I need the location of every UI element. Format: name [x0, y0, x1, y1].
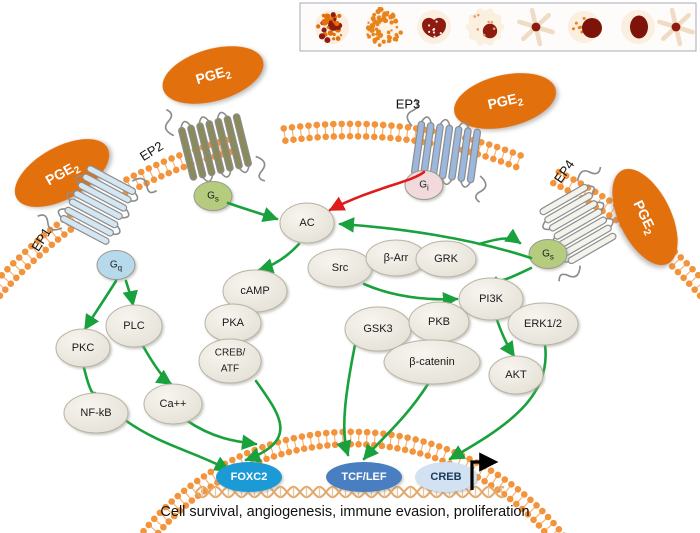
g-protein-label: Gi	[419, 180, 429, 193]
tf-label: FOXC2	[231, 471, 268, 483]
tf-creb[interactable]: CREB	[415, 462, 477, 492]
node-pkb[interactable]: PKB	[408, 301, 470, 343]
arrow-ca-to-nucleus	[184, 418, 258, 450]
tf-foxc2[interactable]: FOXC2	[216, 462, 282, 492]
node-label: PKC	[72, 342, 95, 354]
receptor-ep1[interactable]	[35, 144, 158, 265]
cell-image-6	[567, 10, 602, 44]
node-label-line2: ATF	[221, 364, 239, 375]
signaling-nodes: AC cAMP PKA CREB/ATF PKC PLC NF-kB Ca++ Src β-Arr…	[55, 202, 579, 434]
node-pka[interactable]: PKA	[204, 303, 262, 343]
arrow-src-to-pi3k	[362, 282, 459, 308]
receptor-label-ep3: EP3	[396, 96, 421, 111]
g-protein-label: Gs	[207, 191, 219, 204]
arrow-ac-to-camp	[257, 242, 301, 274]
membrane-segment-3	[280, 120, 436, 147]
arrow-bcatenin-to-tcflef	[362, 382, 430, 461]
cell-image-panel	[299, 2, 697, 52]
cell-image-8	[657, 7, 695, 47]
g-protein-ep4[interactable]: Gs	[528, 239, 568, 269]
arrow-pkc-to-nfkb	[79, 366, 97, 409]
receptor-ep4[interactable]	[517, 163, 641, 285]
arrow-creb-to-foxc2	[244, 379, 282, 463]
tf-label: CREB	[430, 471, 461, 483]
cell-image-4	[465, 8, 505, 46]
arrow-gs4-to-ac	[338, 217, 533, 260]
node-label: ERK1/2	[524, 318, 562, 330]
node-nfkb[interactable]: NF-kB	[63, 392, 129, 434]
node-label: AC	[299, 217, 314, 229]
node-label: cAMP	[240, 285, 269, 297]
arrow-gq-to-pkc	[83, 279, 118, 331]
ligand-pge2-ep4[interactable]: PGE2	[599, 159, 691, 275]
ligand-pge2-ep3[interactable]: PGE2	[448, 64, 561, 138]
g-protein-label: Gq	[110, 260, 122, 273]
node-label: PI3K	[479, 293, 504, 305]
arrow-gsk3-to-tcflef	[336, 343, 357, 457]
node-gsk3[interactable]: GSK3	[344, 306, 412, 352]
arrow-erk-to-creb	[448, 343, 547, 461]
arrow-gq-to-plc	[122, 279, 138, 307]
node-barr[interactable]: β-Arr	[365, 239, 427, 277]
node-src[interactable]: Src	[307, 248, 373, 288]
cell-image-5	[517, 7, 555, 47]
arrow-gi-inhibits-ac	[328, 170, 426, 212]
cell-image-1	[315, 10, 349, 44]
cell-image-2	[365, 6, 403, 47]
node-erk[interactable]: ERK1/2	[507, 302, 579, 346]
node-pkc[interactable]: PKC	[55, 328, 111, 368]
node-bcatenin[interactable]: β-catenin	[383, 339, 481, 385]
arrow-pi3k-to-akt	[495, 318, 516, 358]
receptor-ep2[interactable]	[161, 90, 268, 201]
node-label: β-Arr	[384, 252, 409, 264]
node-label: Ca++	[160, 398, 187, 410]
g-protein-ep1[interactable]: Gq	[96, 250, 136, 280]
cell-image-strip	[299, 2, 697, 52]
node-akt[interactable]: AKT	[488, 355, 544, 395]
g-protein-ep3[interactable]: Gi	[404, 170, 444, 200]
node-label: NF-kB	[80, 407, 111, 419]
node-label: PKA	[222, 317, 245, 329]
node-label: PLC	[123, 320, 144, 332]
node-label: GSK3	[363, 323, 392, 335]
tf-label: TCF/LEF	[341, 471, 386, 483]
g-protein-label: Gs	[542, 249, 554, 262]
node-camp[interactable]: cAMP	[222, 269, 288, 313]
node-ac[interactable]: AC	[279, 202, 335, 244]
node-pi3k[interactable]: PI3K	[458, 277, 524, 321]
node-label: β-catenin	[409, 356, 454, 368]
transcription-factors: FOXC2 TCF/LEF CREB	[216, 462, 477, 492]
ligand-pge2-ep1[interactable]: PGE2	[4, 125, 120, 221]
node-ca[interactable]: Ca++	[143, 383, 203, 425]
g-protein-ep2[interactable]: Gs	[193, 181, 233, 211]
node-label: GRK	[434, 253, 459, 265]
cell-image-7	[621, 10, 655, 44]
node-label: CREB/	[215, 348, 246, 359]
node-label: PKB	[428, 316, 450, 328]
node-grk[interactable]: GRK	[415, 240, 477, 278]
arrow-ep4-to-grk	[477, 228, 522, 246]
tf-tcflef[interactable]: TCF/LEF	[326, 462, 402, 492]
cell-image-3	[417, 10, 451, 44]
ligand-pge2-ep2[interactable]: PGE2	[156, 36, 270, 115]
arrow-plc-to-ca	[141, 344, 173, 386]
arrow-nfkb-to-foxc2	[123, 418, 231, 472]
node-label: AKT	[505, 369, 527, 381]
transcription-start-arrow	[470, 452, 499, 490]
node-plc[interactable]: PLC	[105, 304, 163, 348]
pathway-caption: Cell survival, angiogenesis, immune evas…	[160, 504, 529, 520]
node-creb_atf[interactable]: CREB/ATF	[198, 338, 262, 384]
arrow-gs-to-ac	[226, 201, 279, 222]
membrane-segment-1	[0, 211, 81, 300]
node-label: Src	[332, 262, 349, 274]
